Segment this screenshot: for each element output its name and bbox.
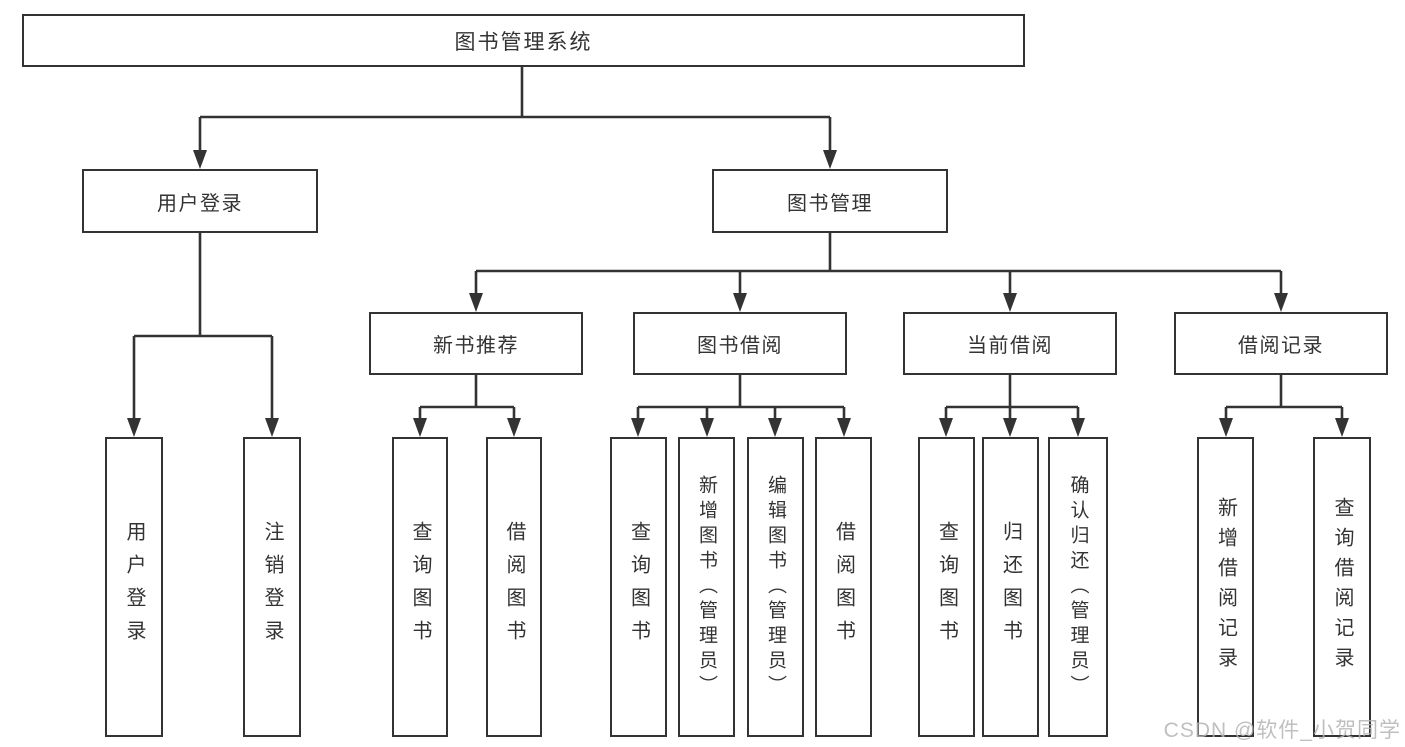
node-borrow-records: 借阅记录 xyxy=(1174,312,1388,375)
leaf-borrow-books: 借阅图书 xyxy=(815,437,872,737)
node-book-borrow: 图书借阅 xyxy=(633,312,847,375)
csdn-watermark: CSDN @软件_小贺同学 xyxy=(1163,719,1401,742)
leaf-query-books-current: 查询图书 xyxy=(918,437,975,737)
leaf-query-borrow-record: 查询借阅记录 xyxy=(1313,437,1371,737)
node-new-book-recommend: 新书推荐 xyxy=(369,312,583,375)
node-user-login: 用户登录 xyxy=(82,169,318,233)
leaf-add-borrow-record: 新增借阅记录 xyxy=(1197,437,1254,737)
leaf-return-books: 归还图书 xyxy=(982,437,1039,737)
leaf-user-login: 用户登录 xyxy=(105,437,163,737)
leaf-query-books-borrow: 查询图书 xyxy=(610,437,667,737)
leaf-edit-book-admin: 编辑图书（管理员） xyxy=(747,437,804,737)
leaf-borrow-books-recommend: 借阅图书 xyxy=(486,437,542,737)
node-library-system: 图书管理系统 xyxy=(22,14,1025,67)
leaf-logout: 注销登录 xyxy=(243,437,301,737)
leaf-query-books-recommend: 查询图书 xyxy=(392,437,448,737)
node-current-borrow: 当前借阅 xyxy=(903,312,1117,375)
leaf-confirm-return-admin: 确认归还（管理员） xyxy=(1048,437,1108,737)
leaf-add-book-admin: 新增图书（管理员） xyxy=(678,437,735,737)
node-book-management: 图书管理 xyxy=(712,169,948,233)
